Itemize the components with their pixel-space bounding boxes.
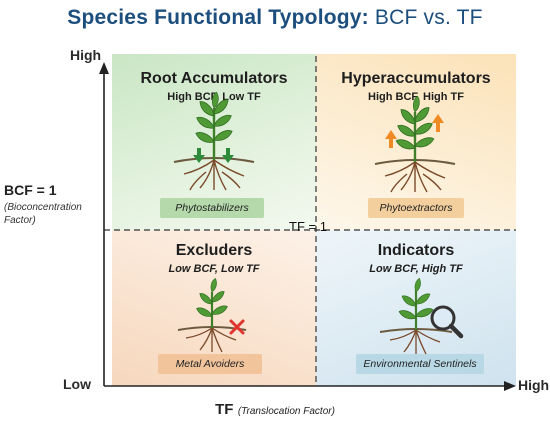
y-axis-high-label: High — [70, 47, 102, 63]
x-axis-title-sub: (Translocation Factor) — [237, 406, 335, 417]
badge-phytoextractors: Phytoextractors — [368, 198, 464, 218]
quadrant-title: Excluders — [175, 242, 253, 259]
bcf-sub-label: (Bioconcentration Factor) — [4, 202, 82, 226]
diagram-title: Species Functional Typology: BCF vs. TF — [0, 6, 550, 30]
up-arrow-icon — [385, 114, 444, 148]
quadrant-subtitle: Low BCF, High TF — [369, 263, 463, 275]
quadrant-excluders: Excluders Low BCF, Low TF Metal Avoiders — [112, 230, 316, 386]
quadrant-subtitle: Low BCF, Low TF — [168, 263, 260, 275]
plant-icon — [379, 277, 453, 355]
title-suffix: BCF vs. TF — [374, 6, 483, 29]
magnifier-icon — [430, 305, 464, 339]
quadrant-indicators: Indicators Low BCF, High TF Environmenta… — [316, 230, 516, 386]
down-arrow-icon — [193, 148, 234, 163]
y-axis-low-label: Low — [63, 376, 91, 392]
badge-environmental-sentinels: Environmental Sentinels — [356, 354, 484, 374]
x-axis-title: TF (Translocation Factor) — [0, 401, 550, 419]
y-axis — [99, 62, 109, 386]
x-axis — [104, 381, 516, 391]
plant-icon — [173, 91, 255, 191]
badge-metal-avoiders: Metal Avoiders — [158, 354, 262, 374]
quadrant-root-accumulators: Root Accumulators High BCF, Low TF Phyto… — [112, 54, 316, 230]
quadrant-title: Indicators — [377, 242, 455, 259]
bcf-threshold-label: BCF = 1 (Bioconcentration Factor) — [4, 182, 104, 227]
cross-icon — [229, 319, 245, 335]
quadrant-title: Root Accumulators — [140, 70, 288, 87]
bcf-label: BCF = 1 — [4, 182, 57, 198]
tf-threshold-label: TF = 1 — [289, 219, 327, 234]
badge-phytostabilizers: Phytostabilizers — [160, 198, 264, 218]
title-main: Species Functional Typology: — [67, 6, 369, 29]
x-axis-title-main: TF — [215, 401, 234, 418]
quadrant-title: Hyperaccumulators — [341, 70, 491, 87]
plant-icon — [177, 277, 247, 353]
x-axis-high-label: High — [518, 377, 550, 393]
plant-icon — [374, 95, 456, 193]
